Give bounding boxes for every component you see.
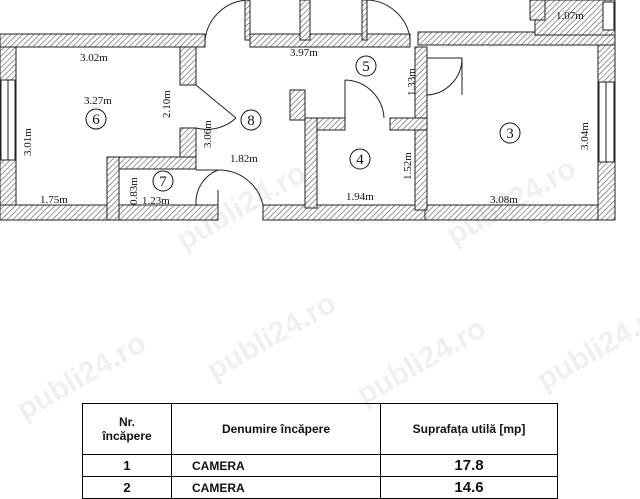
door-entry bbox=[217, 169, 264, 220]
dimension-labels: 3.02m 3.97m 1.07m 3.27m 3.01m 2.10m 3.06… bbox=[22, 10, 591, 207]
room-8-marker bbox=[240, 109, 262, 131]
wall-8-stub bbox=[289, 89, 306, 121]
interior-walls bbox=[106, 0, 546, 221]
table-header-row: Nr. încăpere Denumire încăpere Suprafața… bbox=[82, 403, 558, 455]
dim-top-left-width: 3.02m bbox=[80, 52, 108, 64]
dim-hall-width: 1.82m bbox=[230, 153, 258, 165]
room-area-cell: 17.8 bbox=[380, 454, 558, 477]
room-4-marker bbox=[349, 148, 371, 170]
dim-room5-height: 1.33m bbox=[406, 68, 418, 96]
floor-plan: 3.02m 3.97m 1.07m 3.27m 3.01m 2.10m 3.06… bbox=[0, 0, 616, 221]
dim-top-right-width: 1.07m bbox=[556, 10, 584, 22]
room-5-number: 5 bbox=[362, 59, 370, 75]
header-room-name: Denumire încăpere bbox=[171, 403, 381, 455]
wall-4-left bbox=[304, 117, 318, 209]
door-top-right bbox=[366, 0, 411, 39]
room-8-number: 8 bbox=[247, 113, 255, 129]
wall-6-7 bbox=[106, 156, 197, 170]
header-usable-area: Suprafața utilă [mp] bbox=[380, 403, 558, 455]
table-row: 1 CAMERA 17.8 bbox=[82, 454, 558, 477]
door-top-left bbox=[204, 0, 250, 41]
windows bbox=[0, 1, 615, 163]
dim-room7-width: 1.23m bbox=[142, 195, 170, 207]
dim-room6-height: 3.01m bbox=[22, 128, 34, 156]
wall-top-stub-3 bbox=[361, 0, 368, 41]
wall-top-center bbox=[249, 33, 411, 48]
room-6-marker bbox=[85, 108, 107, 130]
room-3-number: 3 bbox=[506, 126, 514, 142]
dim-room8-height: 3.06m bbox=[202, 120, 214, 148]
room-number-cell: 1 bbox=[82, 454, 172, 477]
dim-room4-width: 1.94m bbox=[346, 191, 374, 203]
dim-room3-width: 3.08m bbox=[490, 194, 518, 206]
wall-top-stub-1 bbox=[244, 0, 251, 41]
room-name-cell: CAMERA bbox=[171, 454, 381, 477]
door-room-5 bbox=[344, 79, 385, 119]
window-top-right bbox=[602, 1, 615, 31]
wall-6-8-lower bbox=[179, 127, 197, 159]
dim-room7-height: 0.83m bbox=[128, 177, 140, 205]
wall-6-8-upper bbox=[179, 46, 197, 86]
wall-top-stub-2 bbox=[299, 0, 311, 41]
header-room-number: Nr. încăpere bbox=[82, 403, 172, 455]
doors bbox=[195, 0, 463, 220]
dim-room6-width: 3.27m bbox=[84, 95, 112, 107]
wall-bottom-right bbox=[424, 204, 616, 221]
room-4-number: 4 bbox=[356, 152, 364, 168]
room-numbers bbox=[85, 55, 521, 192]
wall-bottom-mid bbox=[262, 204, 426, 221]
room-7-marker bbox=[152, 170, 174, 192]
door-room-6 bbox=[195, 84, 237, 130]
wall-7-right bbox=[106, 156, 120, 221]
room-number-labels: 6 8 7 5 4 3 bbox=[92, 59, 514, 190]
room-6-number: 6 bbox=[92, 112, 100, 128]
room-7-number: 7 bbox=[159, 174, 167, 190]
room-5-marker bbox=[355, 55, 377, 77]
dim-bottom-left-width: 1.75m bbox=[40, 194, 68, 206]
room-area-table: Nr. încăpere Denumire încăpere Suprafața… bbox=[82, 403, 558, 499]
door-room-7 bbox=[195, 169, 219, 206]
dim-room6-door-wall: 2.10m bbox=[161, 90, 173, 118]
wall-top-left bbox=[0, 33, 206, 48]
wall-4-top-right bbox=[389, 117, 428, 131]
dim-top-center-width: 3.97m bbox=[290, 47, 318, 59]
room-3-marker bbox=[499, 122, 521, 144]
wall-right-stub bbox=[529, 0, 546, 21]
dim-room3-height: 3.04m bbox=[579, 122, 591, 150]
door-room-5-right bbox=[426, 57, 463, 96]
dim-room4-height: 1.52m bbox=[402, 152, 414, 180]
